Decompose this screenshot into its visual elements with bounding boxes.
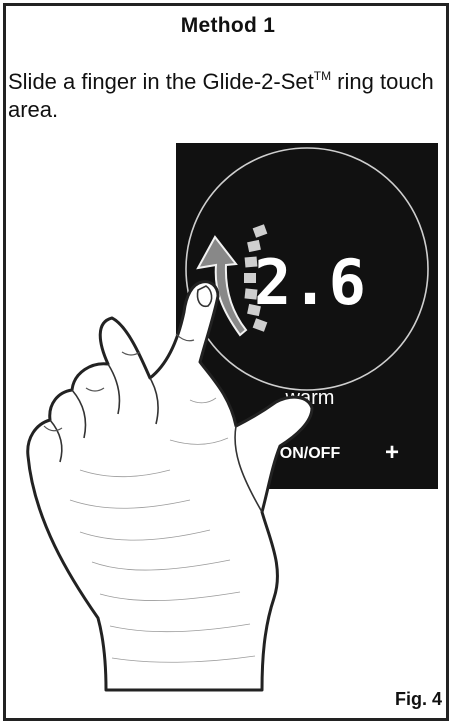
onoff-button[interactable]: ON/OFF bbox=[280, 445, 341, 462]
figure-label: Fig. 4 bbox=[395, 689, 442, 710]
fingernail bbox=[197, 286, 211, 306]
plus-button[interactable]: + bbox=[385, 439, 399, 466]
temperature-display: 2.6 bbox=[254, 246, 366, 319]
